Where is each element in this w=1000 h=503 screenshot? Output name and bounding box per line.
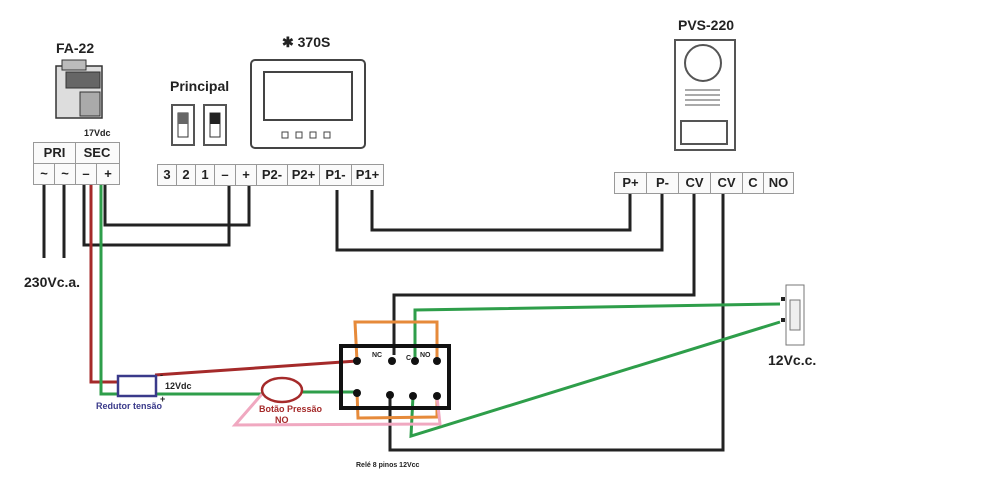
door-panel-terminal-block: P+ P- CV CV C NO — [614, 172, 794, 194]
lock-voltage-label: 12Vc.c. — [768, 352, 817, 368]
relay-pin-no: NO — [420, 352, 431, 359]
push-button[interactable] — [260, 376, 304, 404]
red-wire-2 — [154, 359, 358, 377]
power-supply-output-label: 17Vdc — [84, 128, 111, 138]
terminal: 3 — [158, 165, 177, 185]
terminal: CV — [711, 173, 743, 193]
red-wire — [89, 180, 120, 384]
terminal: 1 — [196, 165, 215, 185]
terminal: – — [76, 164, 97, 184]
reducer-plus: + — [160, 394, 166, 404]
relay — [339, 344, 451, 410]
power-supply-title: FA-22 — [56, 40, 95, 56]
terminal: P- — [647, 173, 679, 193]
terminal: + — [104, 166, 112, 181]
monitor-title: ✱ 370S — [282, 34, 331, 50]
terminal: + — [236, 165, 257, 185]
terminal: P2- — [257, 165, 288, 185]
pri-header: PRI — [34, 143, 76, 163]
terminal: 2 — [177, 165, 196, 185]
relay-pin-c: C — [406, 355, 412, 362]
power-supply-icon — [55, 59, 103, 119]
mains-voltage-label: 230Vc.a. — [24, 274, 81, 290]
terminal: P1+ — [355, 167, 380, 182]
switches-label: Principal — [170, 78, 230, 94]
switch-icons — [171, 104, 227, 146]
button-label: Botão Pressão — [259, 404, 323, 414]
orange-wires — [353, 320, 439, 420]
power-supply-terminal-block: PRI SEC ~ ~ – + — [33, 142, 120, 185]
reducer-label: Redutor tensão — [96, 401, 163, 411]
terminal: P2+ — [288, 165, 320, 185]
door-panel-icon — [674, 39, 736, 151]
button-type-label: NO — [275, 415, 289, 425]
reducer-minus: - — [160, 370, 163, 380]
terminal: CV — [679, 173, 711, 193]
sec-header: SEC — [83, 145, 111, 160]
door-panel-title: PVS-220 — [678, 17, 735, 33]
terminal: ~ — [55, 164, 76, 184]
monitor-terminal-block: 3 2 1 – + P2- P2+ P1- P1+ — [157, 164, 384, 186]
terminal: ~ — [34, 164, 55, 184]
terminal: P1- — [320, 165, 352, 185]
terminal: C — [743, 173, 764, 193]
terminal: NO — [768, 175, 789, 190]
pink-wire — [231, 393, 442, 427]
relay-pin-nc: NC — [372, 352, 383, 359]
reducer-output-label: 12Vdc — [165, 381, 192, 391]
monitor-icon — [250, 59, 366, 149]
door-lock-icon — [781, 284, 805, 346]
relay-label: Relé 8 pinos 12Vcc — [356, 462, 420, 469]
terminal: – — [215, 165, 236, 185]
voltage-reducer — [116, 374, 158, 398]
terminal: P+ — [615, 173, 647, 193]
black-wires — [42, 180, 725, 452]
